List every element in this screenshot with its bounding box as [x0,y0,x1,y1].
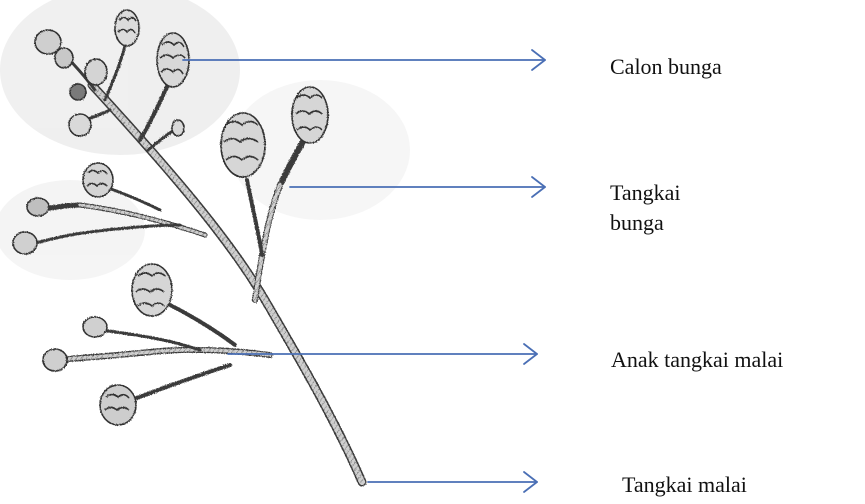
label-tangkai-malai-text: Tangkai malai [622,470,747,500]
bud-top-small [115,10,139,46]
arrow-anak-tangkai-malai [228,344,537,364]
label-anak-tangkai-malai-text: Anak tangkai malai [611,345,783,375]
label-tangkai-bunga-line2: bunga [610,208,681,238]
label-tangkai-malai: Tangkai malai [622,470,747,500]
label-calon-bunga-text: Calon bunga [610,52,722,82]
label-calon-bunga: Calon bunga [610,52,722,82]
label-tangkai-bunga: Tangkai bunga [610,178,681,238]
bud-large-left [221,113,265,177]
label-tangkai-bunga-line1: Tangkai [610,178,681,208]
bud-lower-cluster [43,264,172,425]
label-anak-tangkai-malai: Anak tangkai malai [611,345,783,375]
bud-large-right [292,87,328,143]
arrow-tangkai-malai [368,472,537,492]
